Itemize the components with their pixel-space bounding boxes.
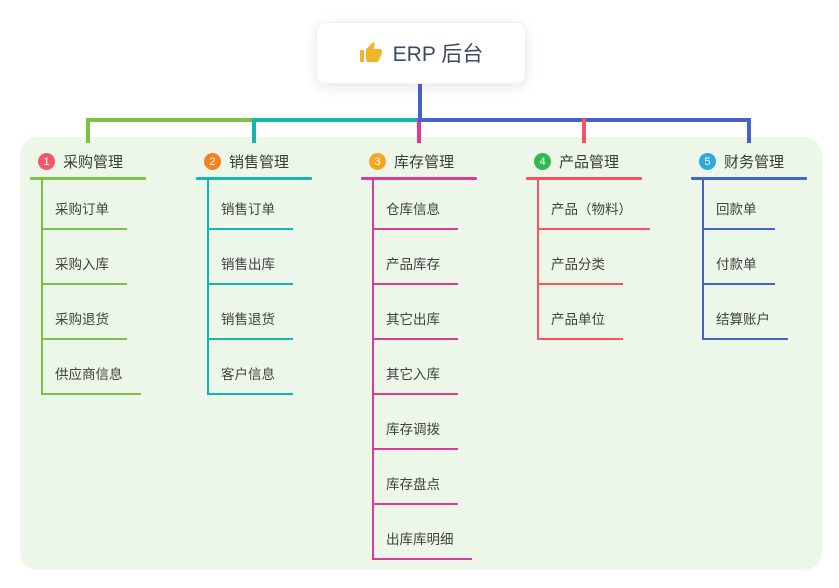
child-node[interactable]: 采购退货: [41, 304, 127, 340]
branch-number-badge: 2: [204, 153, 221, 170]
branch-node[interactable]: 4 产品管理: [526, 146, 619, 177]
branch-title: 产品管理: [559, 154, 620, 171]
branch-title: 销售管理: [229, 154, 290, 171]
branch-title: 采购管理: [63, 154, 124, 171]
child-node[interactable]: 库存调拨: [372, 414, 458, 450]
branch-number-badge: 1: [38, 153, 55, 170]
branch-drop-line: [252, 118, 256, 143]
branch-number-badge: 3: [369, 153, 386, 170]
child-node[interactable]: 产品单位: [537, 304, 623, 340]
root-stem-line: [418, 82, 422, 122]
branch-child-connector: [41, 180, 43, 395]
branch-number-badge: 5: [699, 153, 716, 170]
child-node[interactable]: 产品库存: [372, 249, 458, 285]
branch-child-connector: [537, 180, 539, 340]
child-node[interactable]: 客户信息: [207, 359, 293, 395]
branch-number-badge: 4: [534, 153, 551, 170]
branch-child-connector: [207, 180, 209, 395]
root-label: ERP 后台: [392, 43, 484, 66]
thumbs-up-icon: [359, 41, 383, 65]
child-node[interactable]: 结算账户: [702, 304, 788, 340]
bus-segment-green: [86, 118, 256, 122]
child-node[interactable]: 回款单: [702, 194, 775, 230]
branch-title: 财务管理: [724, 154, 785, 171]
branch-node[interactable]: 3 库存管理: [361, 146, 454, 177]
bus-segment-teal: [252, 118, 421, 122]
branch-drop-line: [417, 118, 421, 143]
branch-node[interactable]: 1 采购管理: [30, 146, 123, 177]
branch-underline: [526, 177, 642, 180]
branch-child-connector: [372, 180, 374, 560]
branch-underline: [691, 177, 807, 180]
child-node[interactable]: 其它入库: [372, 359, 458, 395]
branch-underline: [30, 177, 146, 180]
branch-drop-line: [747, 118, 751, 143]
branches-panel: [20, 137, 822, 570]
root-node[interactable]: ERP 后台: [316, 22, 526, 84]
child-node[interactable]: 销售订单: [207, 194, 293, 230]
branch-title: 库存管理: [394, 154, 455, 171]
child-node[interactable]: 产品分类: [537, 249, 623, 285]
child-node[interactable]: 销售出库: [207, 249, 293, 285]
branch-drop-line: [582, 118, 586, 143]
child-node[interactable]: 采购订单: [41, 194, 127, 230]
child-node[interactable]: 库存盘点: [372, 469, 458, 505]
branch-underline: [196, 177, 312, 180]
branch-child-connector: [702, 180, 704, 340]
child-node[interactable]: 付款单: [702, 249, 775, 285]
child-node[interactable]: 产品（物料）: [537, 194, 650, 230]
branch-node[interactable]: 5 财务管理: [691, 146, 784, 177]
child-node[interactable]: 仓库信息: [372, 194, 458, 230]
child-node[interactable]: 销售退货: [207, 304, 293, 340]
child-node[interactable]: 其它出库: [372, 304, 458, 340]
branch-node[interactable]: 2 销售管理: [196, 146, 289, 177]
child-node[interactable]: 供应商信息: [41, 359, 141, 395]
child-node[interactable]: 采购入库: [41, 249, 127, 285]
child-node[interactable]: 出库库明细: [372, 524, 472, 560]
branch-underline: [361, 177, 477, 180]
branch-drop-line: [86, 118, 90, 143]
